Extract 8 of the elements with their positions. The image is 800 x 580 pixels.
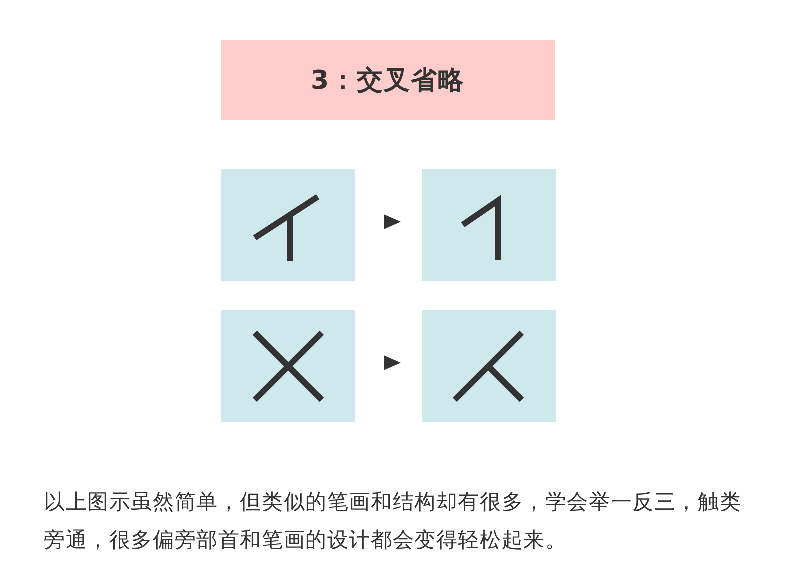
arrow xyxy=(384,356,401,370)
image-panel xyxy=(422,169,556,281)
image-panel xyxy=(422,310,556,422)
image-panel xyxy=(221,169,355,281)
arrow xyxy=(384,214,401,230)
caption-paragraph: 以上图示虽然简单，但类似的笔画和结构却有很多，学会举一反三，触类旁通，很多偏旁部首和笔画的设计都会变得轻松起来。 xyxy=(44,489,743,554)
title-banner: 3：交叉省略 xyxy=(221,40,555,120)
image-panel xyxy=(221,310,355,422)
